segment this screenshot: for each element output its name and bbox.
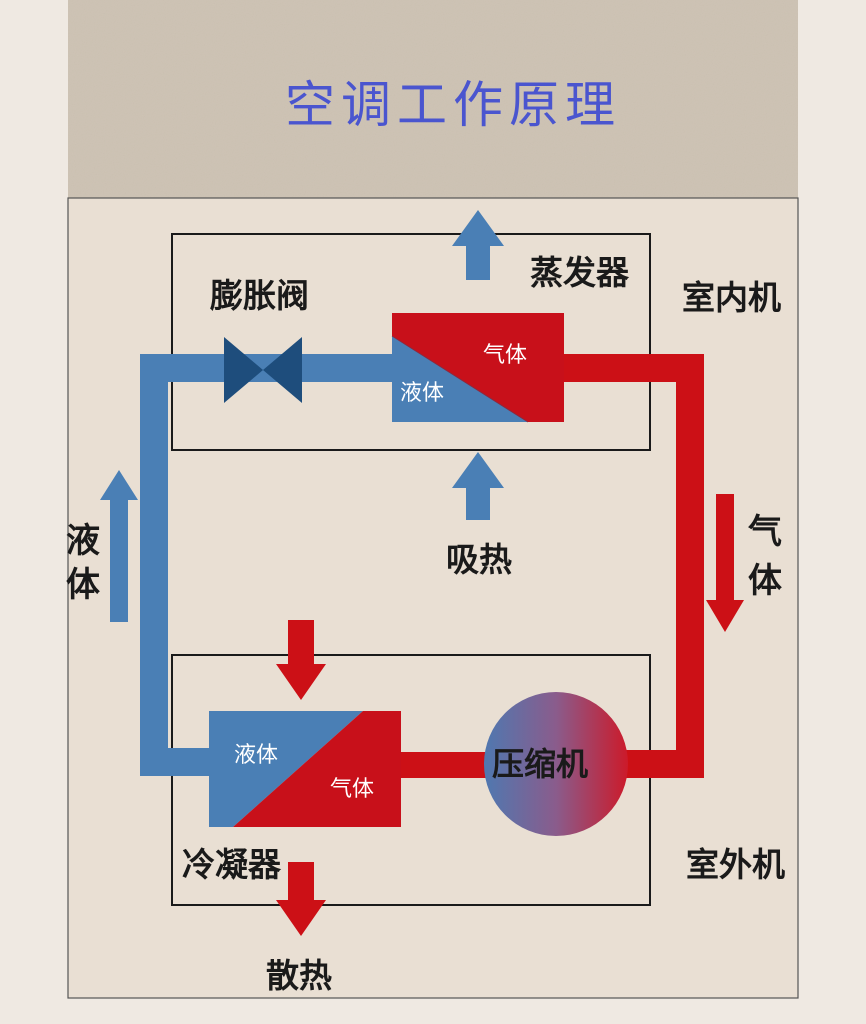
outdoor-unit-box bbox=[171, 654, 651, 906]
evaporator-label: 蒸发器 bbox=[530, 253, 630, 292]
condenser-unit bbox=[209, 711, 401, 827]
compressor-circle bbox=[484, 692, 628, 836]
evaporator-unit bbox=[391, 313, 564, 423]
page-title: 空调工作原理 bbox=[285, 76, 621, 134]
title-banner bbox=[68, 0, 798, 198]
release-heat-label: 散热 bbox=[266, 956, 332, 995]
arrow-up-top-icon bbox=[452, 210, 504, 280]
right-side-label-1: 气 bbox=[747, 512, 782, 552]
compressor-label: 压缩机 bbox=[492, 745, 588, 783]
expansion-valve-icon bbox=[224, 337, 302, 403]
arrow-down-condenser-in-icon bbox=[276, 620, 326, 700]
absorb-heat-label: 吸热 bbox=[446, 540, 512, 579]
left-side-label-1: 液 bbox=[66, 521, 100, 561]
indoor-unit-label: 室内机 bbox=[682, 278, 781, 317]
right-side-label-2: 体 bbox=[748, 561, 782, 601]
evaporator-liquid-label: 液体 bbox=[400, 381, 444, 406]
outdoor-unit-label: 室外机 bbox=[686, 845, 785, 884]
condenser-gas-label: 气体 bbox=[330, 777, 374, 802]
hot-pipe bbox=[398, 354, 704, 778]
arrow-down-gas-icon bbox=[706, 494, 744, 632]
evaporator-gas-label: 气体 bbox=[483, 343, 527, 368]
condenser-label: 冷凝器 bbox=[182, 845, 282, 884]
indoor-unit-box bbox=[171, 233, 651, 451]
arrow-up-absorb-icon bbox=[452, 452, 504, 520]
condenser-liquid-label: 液体 bbox=[234, 743, 278, 768]
arrow-down-release-icon bbox=[276, 862, 326, 936]
arrow-up-liquid-icon bbox=[100, 470, 138, 622]
expansion-valve-label: 膨胀阀 bbox=[210, 276, 309, 315]
left-side-label-2: 体 bbox=[66, 565, 100, 605]
cold-pipe bbox=[140, 354, 392, 776]
